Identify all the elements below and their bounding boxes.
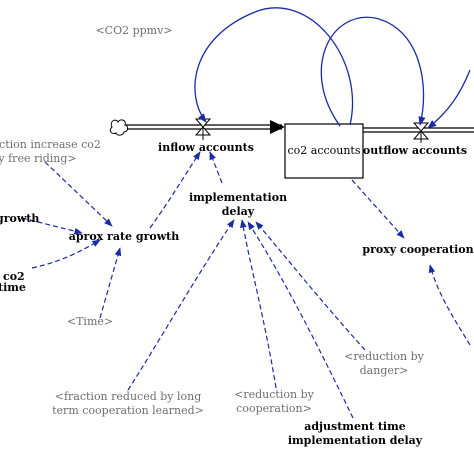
label-implementation-delay-line1: implementation (189, 191, 287, 204)
label-fraction-increase[interactable]: fraction increase co2 by free riding> (0, 138, 101, 165)
label-co2-time[interactable]: co2 time (0, 270, 26, 294)
label-proxy-cooperation[interactable]: proxy cooperation (362, 243, 473, 256)
label-outflow-accounts[interactable]: outflow accounts (363, 144, 467, 157)
label-fraction-increase-line2: by free riding> (0, 152, 77, 165)
link-delay-to-inflow (209, 151, 223, 184)
label-reduction-by-danger-line1: <reduction by (344, 350, 424, 363)
label-time[interactable]: <Time> (67, 315, 113, 328)
label-reduction-by-danger-line2: danger> (360, 364, 409, 377)
label-growth[interactable]: growth (0, 212, 39, 225)
label-reduction-by-cooperation[interactable]: <reduction by cooperation> (234, 388, 314, 415)
label-adjustment-time-line1: adjustment time (304, 420, 406, 433)
link-reduction-danger-to-delay (255, 221, 366, 351)
label-inflow-accounts[interactable]: inflow accounts (158, 141, 254, 154)
label-fraction-increase-line1: fraction increase co2 (0, 138, 101, 151)
link-fraction-to-aprox (44, 161, 113, 227)
cloud-source-icon (109, 119, 128, 136)
stock-co2-accounts[interactable]: co2 accounts (284, 123, 364, 179)
stock-label: co2 accounts (287, 144, 360, 157)
label-co2-time-line1: co2 (3, 270, 25, 283)
label-fraction-reduced-line2: term cooperation learned> (52, 404, 204, 417)
loop-link-outflow (320, 16, 426, 127)
link-co2time-to-aprox (31, 239, 101, 269)
link-reduction-coop-to-delay (240, 219, 277, 389)
link-fraction-reduced-to-delay (127, 219, 235, 391)
label-reduction-by-danger[interactable]: <reduction by danger> (344, 350, 424, 377)
label-reduction-by-cooperation-line2: cooperation> (236, 402, 312, 415)
label-adjustment-time-line2: implementation delay (288, 434, 423, 447)
label-implementation-delay[interactable]: implementation delay (189, 191, 287, 218)
label-co2-time-line2: time (0, 281, 26, 294)
label-adjustment-time[interactable]: adjustment time implementation delay (288, 420, 423, 447)
link-stock-to-proxy (351, 179, 405, 239)
label-fraction-reduced[interactable]: <fraction reduced by long term cooperati… (52, 390, 204, 417)
link-adjustment-to-delay (247, 221, 354, 419)
valve-icon (412, 122, 430, 143)
link-time-to-aprox (99, 247, 122, 319)
label-implementation-delay-line2: delay (222, 205, 255, 218)
label-reduction-by-cooperation-line1: <reduction by (234, 388, 314, 401)
link-right-edge (427, 69, 471, 129)
link-proxy-to-edge (428, 264, 471, 346)
loop-link-inflow (194, 7, 354, 126)
label-aprox-rate-growth[interactable]: aprox rate growth (69, 230, 180, 243)
label-co2-ppmv[interactable]: <CO2 ppmv> (95, 24, 172, 37)
link-growth-to-aprox (21, 217, 83, 235)
label-fraction-reduced-line1: <fraction reduced by long (55, 390, 202, 403)
flow-arrowhead-icon (270, 120, 285, 134)
link-aprox-to-inflow (149, 151, 201, 229)
